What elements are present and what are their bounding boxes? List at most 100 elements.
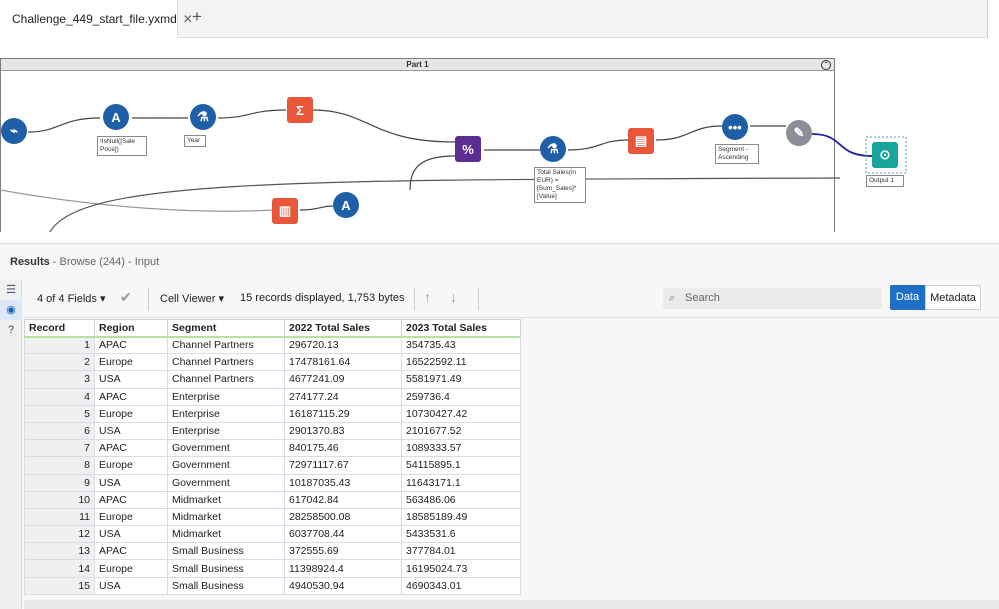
table-cell[interactable]: 16187115.29: [284, 404, 402, 423]
table-cell[interactable]: 5581971.49: [401, 370, 521, 389]
table-cell[interactable]: Small Business: [167, 559, 285, 578]
table-cell[interactable]: 72971117.67: [284, 456, 402, 475]
data-button[interactable]: Data: [890, 285, 925, 310]
record-number-cell[interactable]: 7: [24, 439, 95, 458]
table-cell[interactable]: 840175.46: [284, 439, 402, 458]
table-cell[interactable]: 11398924.4: [284, 559, 402, 578]
table-cell[interactable]: 17478161.64: [284, 353, 402, 372]
record-number-cell[interactable]: 2: [24, 353, 95, 372]
results-grid[interactable]: Record Region Segment 2022 Total Sales 2…: [24, 319, 521, 595]
filter-tool-icon[interactable]: A: [103, 104, 129, 130]
table-cell[interactable]: 274177.24: [284, 387, 402, 406]
table-cell[interactable]: Europe: [94, 456, 168, 475]
table-cell[interactable]: Enterprise: [167, 421, 285, 441]
viewer-dropdown[interactable]: Cell Viewer ▾: [160, 292, 224, 305]
record-number-cell[interactable]: 10: [24, 490, 95, 509]
table-cell[interactable]: Europe: [94, 559, 168, 578]
tab-workflow[interactable]: Challenge_449_start_file.yxmd ✕: [0, 0, 193, 38]
table-cell[interactable]: 2101677.52: [401, 421, 521, 441]
table-cell[interactable]: 4940530.94: [284, 576, 402, 595]
record-number-cell[interactable]: 5: [24, 404, 95, 423]
formula-tool-icon[interactable]: ⚗: [190, 104, 216, 130]
results-horizontal-scrollbar[interactable]: [24, 600, 999, 609]
table-cell[interactable]: 10730427.42: [401, 404, 521, 423]
record-number-cell[interactable]: 9: [24, 473, 95, 492]
record-number-cell[interactable]: 14: [24, 559, 95, 578]
table-cell[interactable]: Channel Partners: [167, 335, 285, 355]
record-number-cell[interactable]: 13: [24, 542, 95, 561]
select-tool-icon[interactable]: ✎: [786, 120, 812, 146]
record-number-cell[interactable]: 12: [24, 525, 95, 544]
collapse-container-icon[interactable]: ⌃: [821, 60, 831, 70]
table-cell[interactable]: Enterprise: [167, 387, 285, 406]
new-tab-button[interactable]: +: [192, 7, 202, 26]
table-cell[interactable]: 16195024.73: [401, 559, 521, 578]
summarize-tool-icon[interactable]: Σ: [287, 97, 313, 123]
record-number-cell[interactable]: 6: [24, 421, 95, 441]
table-cell[interactable]: 296720.13: [284, 335, 402, 355]
table-cell[interactable]: USA: [94, 473, 168, 492]
transpose-tool-icon[interactable]: ▥: [272, 198, 298, 224]
table-cell[interactable]: Midmarket: [167, 525, 285, 544]
table-cell[interactable]: Europe: [94, 507, 168, 527]
arrow-up-icon[interactable]: ↑: [424, 289, 431, 305]
table-cell[interactable]: 16522592.11: [401, 353, 521, 372]
table-cell[interactable]: Midmarket: [167, 507, 285, 527]
table-cell[interactable]: 54115895.1: [401, 456, 521, 475]
list-icon[interactable]: ☰: [6, 284, 16, 296]
table-cell[interactable]: Channel Partners: [167, 353, 285, 372]
table-cell[interactable]: APAC: [94, 439, 168, 458]
join-tool-icon[interactable]: %: [455, 136, 481, 162]
column-header-2022-sales[interactable]: 2022 Total Sales: [284, 319, 402, 338]
table-cell[interactable]: Europe: [94, 404, 168, 423]
metadata-button[interactable]: Metadata: [925, 285, 981, 310]
record-number-cell[interactable]: 11: [24, 507, 95, 527]
sort-tool-icon[interactable]: •••: [722, 114, 748, 140]
table-cell[interactable]: 563486.06: [401, 490, 521, 509]
table-cell[interactable]: Small Business: [167, 542, 285, 561]
table-cell[interactable]: 2901370.83: [284, 421, 402, 441]
record-number-cell[interactable]: 15: [24, 576, 95, 595]
table-cell[interactable]: Enterprise: [167, 404, 285, 423]
table-cell[interactable]: 28258500.08: [284, 507, 402, 527]
column-header-segment[interactable]: Segment: [167, 319, 285, 338]
record-number-cell[interactable]: 3: [24, 370, 95, 389]
table-cell[interactable]: Government: [167, 473, 285, 492]
table-cell[interactable]: 10187035.43: [284, 473, 402, 492]
browse-icon[interactable]: ◉: [0, 300, 22, 320]
table-cell[interactable]: Midmarket: [167, 490, 285, 509]
table-cell[interactable]: APAC: [94, 335, 168, 355]
table-cell[interactable]: 372555.69: [284, 542, 402, 561]
table-cell[interactable]: 259736.4: [401, 387, 521, 406]
column-header-2023-sales[interactable]: 2023 Total Sales: [401, 319, 521, 338]
record-number-cell[interactable]: 1: [24, 335, 95, 355]
record-number-cell[interactable]: 4: [24, 387, 95, 406]
record-number-cell[interactable]: 8: [24, 456, 95, 475]
column-header-region[interactable]: Region: [94, 319, 168, 338]
table-cell[interactable]: 1089333.57: [401, 439, 521, 458]
table-cell[interactable]: Europe: [94, 353, 168, 372]
checkmark-icon[interactable]: ✔: [120, 289, 132, 305]
table-cell[interactable]: USA: [94, 370, 168, 389]
browse-tool-icon[interactable]: ⊙: [872, 142, 898, 168]
arrow-down-icon[interactable]: ↓: [450, 289, 457, 305]
table-cell[interactable]: 6037708.44: [284, 525, 402, 544]
table-cell[interactable]: 18585189.49: [401, 507, 521, 527]
help-icon[interactable]: ?: [7, 324, 15, 336]
search-input[interactable]: ⌕ Search: [663, 288, 882, 309]
close-tab-icon[interactable]: ✕: [182, 12, 193, 26]
table-cell[interactable]: APAC: [94, 387, 168, 406]
table-cell[interactable]: 4690343.01: [401, 576, 521, 595]
